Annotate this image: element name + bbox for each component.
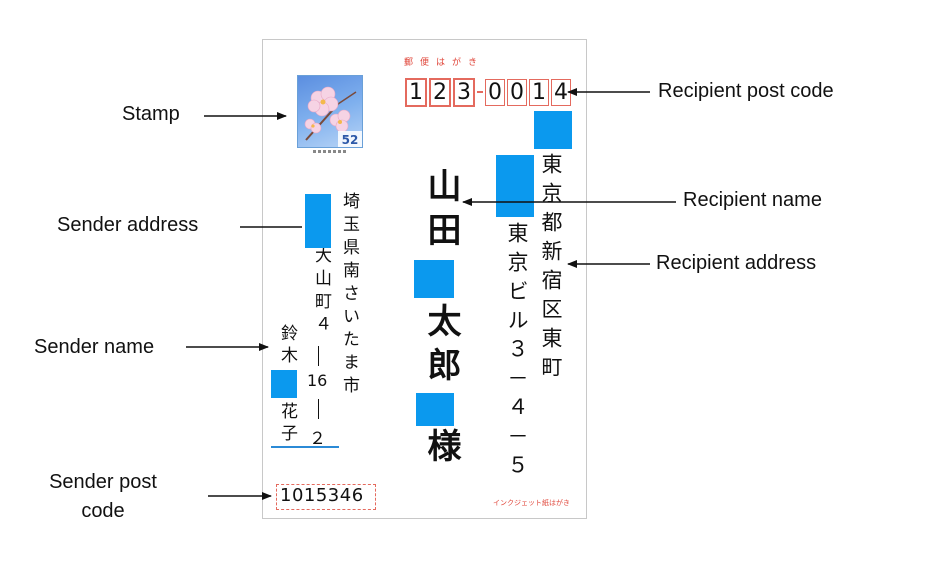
sender-name-part2: 花子 [277, 402, 297, 446]
sender-address-dash [318, 346, 319, 366]
recipient-honorific: 様 [421, 428, 461, 462]
sender-zip: 1015346 [280, 485, 364, 506]
label-sender-address: Sender address [57, 214, 199, 236]
sender-underline [271, 446, 339, 448]
sender-zip-box [276, 484, 376, 510]
redaction-block [416, 393, 454, 426]
sender-address-line1: 埼玉県南さいたま市 [339, 192, 359, 399]
label-stamp: Stamp [122, 103, 180, 125]
redaction-block [414, 260, 454, 298]
recipient-address-line2: 東京ビル３－４－５ [505, 222, 529, 483]
recipient-address-line1: 東京都新宿区東町 [539, 153, 563, 385]
sender-address-line2: 大山町４ [311, 246, 331, 338]
sender-address-dash [318, 399, 319, 419]
postcard-title: 郵便はがき [404, 58, 485, 68]
stamp-value: 52 [342, 133, 359, 147]
stamp-caption-line [313, 150, 347, 153]
zip-digit: 0 [507, 79, 527, 106]
zip-digit: 0 [485, 79, 505, 106]
recipient-zip-boxes: 1 2 3 0 0 1 4 [405, 78, 573, 107]
zip-digit: 2 [429, 78, 451, 107]
label-recipient-address: Recipient address [656, 252, 817, 274]
sender-name-part1: 鈴木 [277, 324, 297, 368]
zip-digit: 1 [405, 78, 427, 107]
recipient-name-part1: 山田 [421, 168, 461, 256]
zip-digit: 3 [453, 78, 475, 107]
sender-address-number: ２ [309, 429, 326, 449]
cherry-blossom-icon: 52 [304, 86, 362, 147]
redaction-block [534, 111, 572, 149]
zip-dash [477, 91, 483, 93]
sender-address-number: 16 [307, 371, 328, 390]
redaction-block [496, 155, 534, 217]
redaction-block [305, 194, 331, 248]
label-recipient-name: Recipient name [683, 189, 822, 211]
stamp: 52 [297, 75, 363, 148]
label-sender-name: Sender name [34, 336, 155, 358]
label-sender-post-code: Sender post code [49, 471, 157, 522]
zip-digit: 1 [529, 79, 549, 106]
recipient-name-part2: 太郎 [421, 303, 461, 391]
redaction-block [271, 370, 297, 398]
footer-note: インクジェット紙はがき [493, 499, 570, 507]
label-recipient-post-code: Recipient post code [658, 80, 834, 102]
